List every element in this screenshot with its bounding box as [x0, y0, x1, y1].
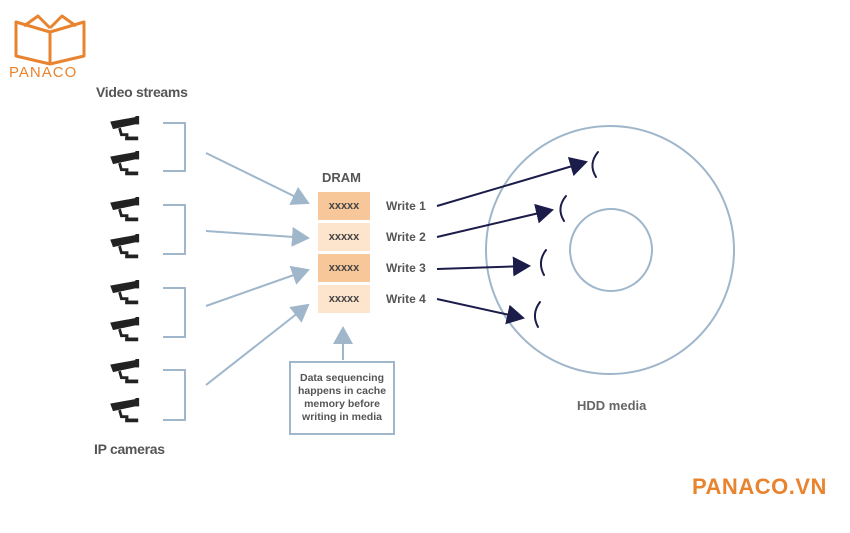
note-text: Data sequencing happens in cache memory … — [297, 372, 387, 423]
cctv-camera-icon — [108, 151, 141, 177]
cctv-camera-icon — [108, 234, 141, 260]
write-label: Write 3 — [386, 261, 426, 275]
dram-cell: xxxxx — [318, 285, 370, 313]
cctv-camera-icon — [108, 359, 141, 385]
brand-watermark: PANACO.VN — [692, 474, 827, 499]
dram-label: DRAM — [322, 170, 361, 185]
hdd-media-label: HDD media — [577, 398, 647, 413]
write-label: Write 2 — [386, 230, 426, 244]
write-label: Write 4 — [386, 292, 426, 306]
cctv-camera-icon — [108, 317, 141, 343]
write-label: Write 1 — [386, 199, 426, 213]
cctv-camera-icon — [108, 116, 141, 142]
dram-cell: xxxxx — [318, 254, 370, 282]
dram-cell: xxxxx — [318, 223, 370, 251]
ip-cameras-label: IP cameras — [94, 441, 165, 457]
cctv-camera-icon — [108, 197, 141, 223]
book-logo-icon — [14, 14, 86, 66]
video-streams-label: Video streams — [96, 84, 188, 100]
dram-cell: xxxxx — [318, 192, 370, 220]
logo-text: PANACO — [9, 64, 78, 81]
cctv-camera-icon — [108, 398, 141, 424]
note-box: Data sequencing happens in cache memory … — [289, 361, 395, 435]
cctv-camera-icon — [108, 280, 141, 306]
